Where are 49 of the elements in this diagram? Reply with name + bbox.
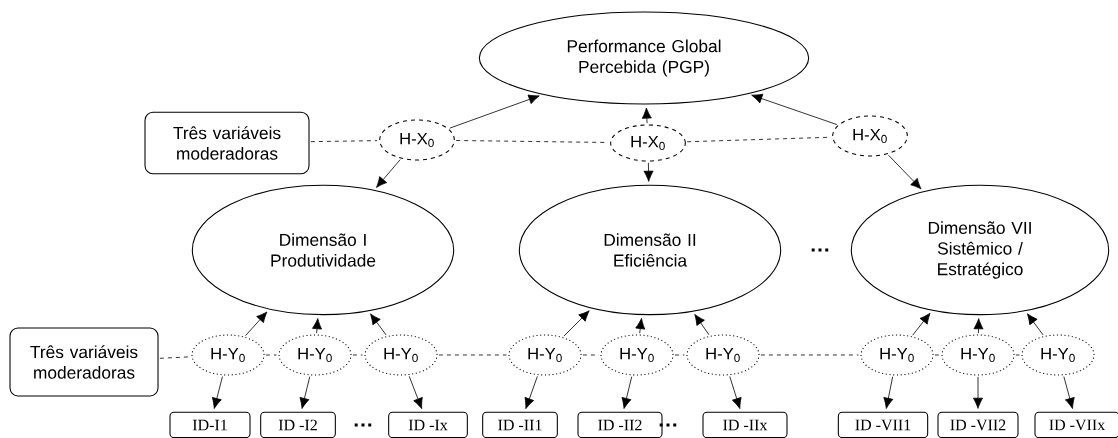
ellipse-node: Performance Global Percebida (PGP) bbox=[478, 11, 810, 105]
ellipse-node: Dimensão II Eficiência bbox=[518, 184, 782, 316]
indicator-box: ID-I1 bbox=[169, 411, 251, 438]
arrow bbox=[751, 93, 838, 125]
dashed-line bbox=[352, 354, 363, 356]
arrow bbox=[973, 318, 984, 334]
dashed-line bbox=[265, 354, 277, 356]
dashed-line bbox=[760, 354, 859, 356]
arrow bbox=[641, 107, 652, 124]
arrow bbox=[211, 376, 223, 409]
arrow bbox=[299, 376, 311, 409]
ellipsis: … bbox=[811, 248, 829, 252]
dashed-line bbox=[686, 136, 831, 143]
arrow bbox=[1027, 313, 1044, 336]
moderator-box: Três variáveis moderadoras bbox=[144, 111, 310, 175]
dashed-line bbox=[159, 356, 190, 359]
arrow bbox=[312, 318, 322, 334]
ellipse-node: Dimensão VII Sistêmico / Estratégico bbox=[850, 184, 1110, 316]
arrow bbox=[643, 162, 654, 182]
indicator-box: ID -II1 bbox=[482, 411, 558, 438]
dashed-line bbox=[1015, 354, 1020, 356]
indicator-box: ID -Ix bbox=[388, 411, 468, 438]
arrow bbox=[1063, 376, 1075, 409]
dashed-line bbox=[674, 354, 685, 356]
indicator-box: ID -VII2 bbox=[937, 411, 1019, 438]
arrow bbox=[912, 312, 931, 336]
arrow bbox=[408, 375, 423, 409]
indicator-box: ID -IIx bbox=[702, 411, 788, 438]
indicator-box: ID -VIIx bbox=[1034, 411, 1118, 438]
arrow bbox=[635, 318, 646, 334]
ellipsis: … bbox=[354, 423, 372, 427]
arrow bbox=[563, 310, 590, 337]
arrow bbox=[888, 154, 922, 190]
ellipse-node: Dimensão I Produtividade bbox=[191, 184, 455, 316]
arrow bbox=[370, 313, 387, 336]
arrow bbox=[245, 311, 268, 337]
indicator-box: ID -I2 bbox=[260, 411, 336, 438]
arrow bbox=[449, 94, 540, 129]
arrow bbox=[729, 376, 742, 409]
arrow bbox=[694, 314, 710, 336]
moderator-box: Três variáveis moderadoras bbox=[9, 327, 159, 397]
arrow bbox=[524, 376, 538, 409]
indicator-box: ID -VII1 bbox=[837, 411, 929, 438]
arrow bbox=[973, 376, 983, 409]
arrow bbox=[621, 376, 633, 409]
arrow bbox=[376, 159, 401, 188]
arrow bbox=[883, 376, 894, 409]
dashed-line bbox=[934, 354, 940, 356]
dashed-line bbox=[438, 354, 507, 356]
